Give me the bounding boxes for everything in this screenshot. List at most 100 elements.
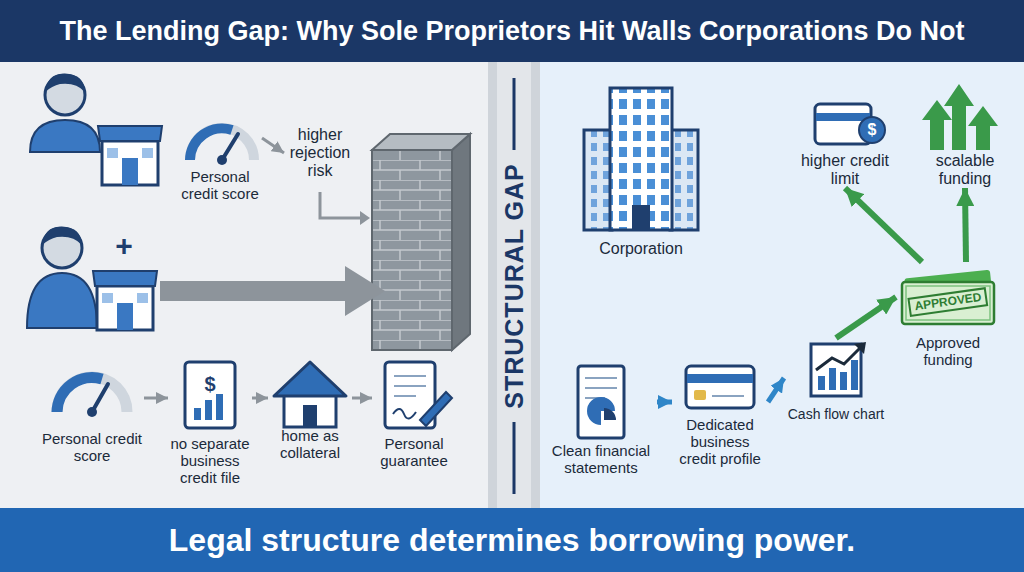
brick-wall bbox=[372, 134, 470, 150]
business-credit-card bbox=[686, 366, 754, 408]
icon-node: home as collateral bbox=[268, 355, 352, 461]
title-text: The Lending Gap: Why Sole Proprietors Hi… bbox=[59, 0, 964, 62]
node-caption: Approved funding bbox=[896, 334, 1000, 368]
node-caption: Clean financial statements bbox=[545, 442, 657, 476]
background bbox=[0, 0, 1024, 62]
blocked-arrow bbox=[160, 266, 385, 316]
cash-flow-chart bbox=[816, 346, 862, 370]
icon-symbol: $ bbox=[204, 373, 215, 396]
financial-statement-doc bbox=[578, 366, 624, 438]
node-caption: Personal guarantee bbox=[372, 435, 456, 469]
money-bundle bbox=[902, 270, 994, 324]
person-with-shop bbox=[45, 74, 85, 92]
node-caption: no separate business credit file bbox=[168, 435, 252, 486]
credit-gauge bbox=[87, 407, 97, 417]
guarantee-document bbox=[394, 376, 426, 396]
rejection-leader bbox=[320, 192, 362, 218]
cash-flow-chart bbox=[811, 344, 861, 396]
business-file-icon bbox=[185, 362, 235, 428]
financial-statement-doc bbox=[578, 366, 624, 438]
icon-node: Personal guarantee bbox=[372, 355, 456, 469]
flow-arrow bbox=[657, 400, 672, 405]
money-bundle bbox=[902, 282, 994, 324]
band-label: STRUCTURAL GAP bbox=[500, 163, 529, 408]
business-credit-card bbox=[686, 366, 754, 408]
house-icon bbox=[274, 362, 346, 427]
icon-node: Dedicated business credit profile bbox=[672, 358, 768, 467]
person-plus-shop bbox=[27, 273, 97, 328]
corporation-building bbox=[670, 130, 698, 230]
flow-arrow bbox=[352, 397, 372, 400]
cash-flow-chart bbox=[818, 376, 825, 390]
credit-gauge bbox=[57, 377, 127, 417]
business-file-icon bbox=[216, 394, 223, 420]
credit-gauge bbox=[57, 377, 127, 412]
flow-arrow bbox=[836, 297, 896, 338]
growth-arrows bbox=[968, 106, 998, 150]
person-with-shop bbox=[98, 126, 162, 141]
business-credit-card bbox=[712, 395, 744, 397]
icon-symbol: + bbox=[115, 229, 133, 263]
node-caption: higher credit limit bbox=[790, 152, 900, 188]
flow-arrow bbox=[965, 188, 966, 262]
background bbox=[540, 62, 1024, 508]
financial-statement-doc bbox=[587, 397, 615, 425]
icon-node: Corporation bbox=[571, 80, 711, 258]
money-bundle bbox=[906, 286, 990, 320]
icon-node: Clean financial statements bbox=[545, 362, 657, 476]
growth-arrows bbox=[922, 100, 952, 150]
business-file-icon bbox=[205, 400, 212, 420]
icon-node: higher credit limit bbox=[790, 92, 900, 188]
person-with-shop bbox=[142, 148, 153, 158]
node-caption: Corporation bbox=[571, 240, 711, 258]
person-plus-shop bbox=[27, 227, 157, 330]
node-caption: Cash flow chart bbox=[784, 406, 888, 422]
icon-node: Personal credit score bbox=[40, 368, 144, 464]
person-with-shop bbox=[107, 148, 118, 158]
financial-statement-doc bbox=[585, 378, 617, 398]
financial-statement-doc bbox=[604, 408, 616, 420]
rejection-leader bbox=[320, 192, 370, 225]
cash-flow-chart bbox=[851, 360, 858, 390]
icon-node: higher rejection risk bbox=[284, 126, 356, 180]
blocked-arrow bbox=[160, 266, 385, 316]
caption-text: Legal structure determines borrowing pow… bbox=[169, 508, 855, 572]
flow-arrow bbox=[252, 397, 268, 400]
house-icon bbox=[274, 362, 346, 396]
person-plus-shop bbox=[137, 293, 148, 303]
guarantee-document bbox=[420, 392, 452, 426]
node-caption: home as collateral bbox=[268, 427, 352, 461]
cash-flow-chart bbox=[840, 372, 847, 390]
approved-stamp: APPROVED bbox=[907, 287, 988, 317]
person-with-shop bbox=[122, 158, 138, 185]
person-plus-shop bbox=[42, 227, 82, 245]
brick-wall bbox=[372, 150, 452, 350]
person-plus-shop bbox=[97, 286, 153, 330]
house-icon bbox=[303, 405, 317, 427]
corporation-building bbox=[610, 88, 672, 230]
icon-node: Cash flow chart bbox=[784, 338, 888, 422]
icon-node: scalable funding bbox=[920, 80, 1010, 188]
growth-arrows bbox=[922, 84, 998, 150]
person-plus-shop bbox=[102, 293, 113, 303]
flow-arrow bbox=[144, 397, 168, 400]
credit-card-icon bbox=[816, 113, 870, 121]
corporation-building bbox=[584, 88, 698, 230]
corporation-building bbox=[632, 205, 650, 230]
credit-card-icon bbox=[859, 117, 885, 143]
background bbox=[488, 62, 540, 508]
business-credit-card bbox=[687, 374, 753, 383]
icon-node: Personal credit score bbox=[178, 108, 262, 202]
node-caption: scalable funding bbox=[920, 152, 1010, 188]
person-with-shop bbox=[30, 120, 100, 152]
credit-gauge bbox=[217, 155, 227, 165]
node-caption: higher rejection risk bbox=[284, 126, 356, 180]
business-credit-card bbox=[694, 390, 706, 400]
business-file-icon bbox=[185, 362, 235, 428]
node-caption: Dedicated business credit profile bbox=[672, 416, 768, 467]
flow-arrow bbox=[845, 188, 922, 262]
guarantee-document bbox=[385, 362, 452, 428]
cash-flow-chart bbox=[854, 342, 866, 354]
